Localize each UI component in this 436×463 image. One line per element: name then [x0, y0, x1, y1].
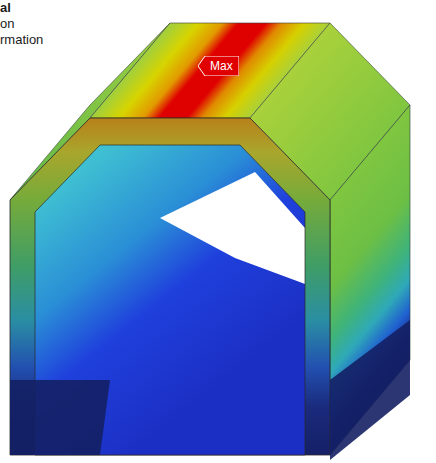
- max-label: Max: [198, 56, 239, 76]
- see-through: [160, 172, 305, 284]
- flag-outline: [198, 56, 239, 76]
- legend-fragment: rmation: [0, 32, 43, 47]
- legend-fragment: on: [0, 16, 14, 31]
- base-plate: [10, 380, 110, 455]
- inner-chamfer: [35, 50, 180, 212]
- base-plate: [330, 320, 410, 460]
- legend-fragment: al: [0, 0, 11, 15]
- max-flag: Max: [198, 56, 239, 76]
